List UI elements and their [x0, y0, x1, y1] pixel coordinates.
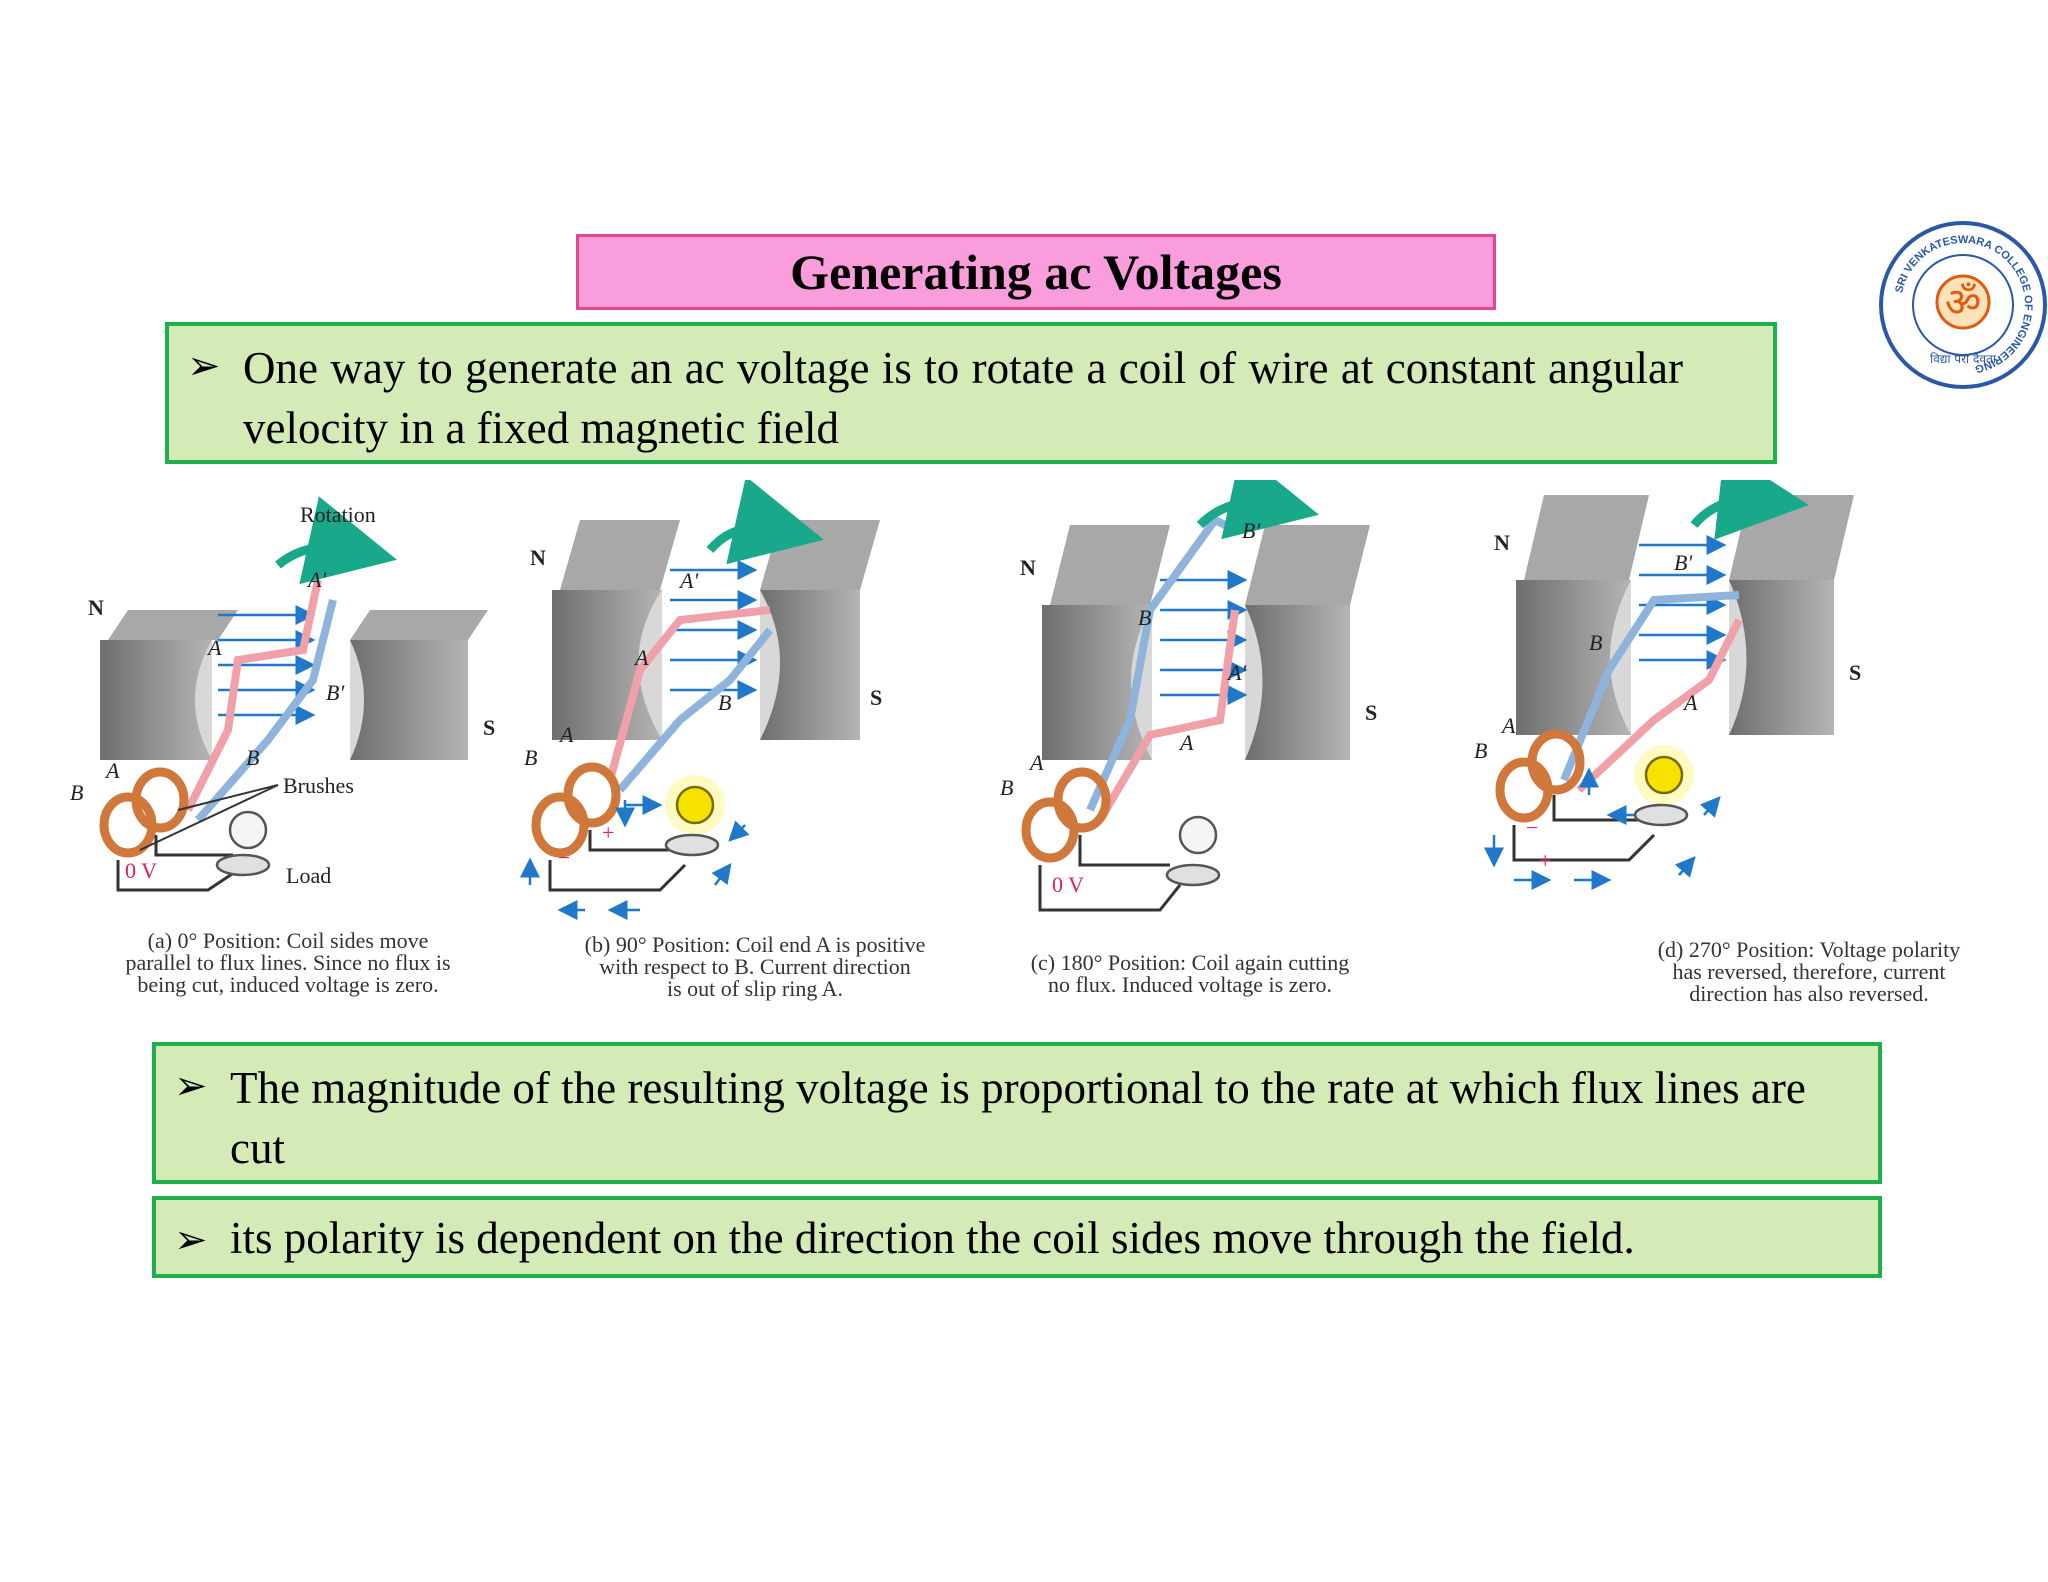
slide-title: Generating ac Voltages — [790, 244, 1282, 300]
coil-side-b — [194, 599, 337, 823]
coil-side-a — [1576, 618, 1743, 793]
om-symbol-icon: ॐ — [1945, 280, 1981, 326]
rotation-arrow-icon — [706, 480, 824, 565]
label-ring-a: A — [1500, 713, 1516, 738]
bullet-arrow-icon: ➢ — [174, 1217, 208, 1262]
label-s: S — [1849, 660, 1861, 685]
label-b: B — [246, 745, 259, 770]
coil-side-b — [616, 627, 774, 793]
label-a-prime: A' — [1226, 660, 1246, 685]
label-s: S — [483, 715, 495, 740]
caption-d-line-2: has reversed, therefore, current — [1672, 959, 1945, 984]
slip-ring-a — [1053, 767, 1111, 833]
caption-b-line-3: is out of slip ring A. — [667, 976, 843, 1001]
label-a: A — [206, 635, 222, 660]
coil-side-a — [606, 606, 771, 782]
label-a-prime: A' — [678, 568, 698, 593]
label-rotation: Rotation — [300, 502, 376, 527]
label-a: A — [1682, 690, 1698, 715]
lit-bulb-icon — [675, 785, 715, 825]
south-pole-magnet — [350, 640, 468, 760]
label-a-prime: A' — [306, 567, 326, 592]
figure-d: N S B' B A A B − + (d) 270° Position: Vo… — [1474, 480, 1961, 1006]
bullet-text-3: its polarity is dependent on the directi… — [230, 1213, 1635, 1263]
bullet-note-1: ➢ One way to generate an ac voltage is t… — [165, 322, 1777, 464]
bullet-text-1: One way to generate an ac voltage is to … — [243, 343, 1683, 453]
label-ring-b: B — [1474, 738, 1487, 763]
caption-c-line-2: no flux. Induced voltage is zero. — [1048, 972, 1332, 997]
load-bulb-icon — [228, 810, 268, 850]
ac-generator-figures: N S Rotation A' A B' B A B Brushes Load … — [70, 480, 1961, 1006]
label-ring-a: A — [558, 722, 574, 747]
caption-d-line-3: direction has also reversed. — [1689, 981, 1928, 1006]
label-plus: + — [1539, 848, 1551, 873]
rotation-arrow-icon — [275, 496, 397, 585]
college-logo: SRI VENKATESWARA COLLEGE OF ENGINEERING … — [1879, 221, 2047, 389]
caption-b-line-1: (b) 90° Position: Coil end A is positive — [585, 932, 926, 957]
caption-d-line-1: (d) 270° Position: Voltage polarity — [1658, 937, 1961, 962]
rotation-arrow-icon — [1690, 480, 1809, 540]
slip-ring-b — [1495, 757, 1553, 823]
bullet-text-2: The magnitude of the resulting voltage i… — [230, 1063, 1806, 1173]
bullet-note-2: ➢ The magnitude of the resulting voltage… — [152, 1042, 1882, 1184]
current-arrows — [520, 795, 750, 920]
figure-b: N S A' A B A B + − (b) 90° Position: Coi… — [520, 480, 926, 1001]
bullet-note-3: ➢ its polarity is dependent on the direc… — [152, 1196, 1882, 1278]
coil-side-b — [1560, 591, 1740, 782]
coil-side-a — [184, 579, 322, 812]
label-s: S — [870, 685, 882, 710]
caption-a-line-3: being cut, induced voltage is zero. — [137, 972, 438, 997]
slip-ring-a — [1527, 729, 1585, 795]
caption-b-line-2: with respect to B. Current direction — [599, 954, 911, 979]
label-b-prime: B' — [1674, 550, 1692, 575]
label-load: Load — [286, 863, 331, 888]
south-pole-magnet — [1245, 605, 1350, 760]
slip-ring-a — [131, 767, 189, 833]
label-minus: − — [1526, 815, 1538, 840]
label-ring-b: B — [1000, 775, 1013, 800]
north-pole-magnet — [100, 640, 212, 760]
caption-a-line-1: (a) 0° Position: Coil sides move — [148, 928, 429, 953]
label-plus: + — [602, 820, 614, 845]
current-arrows — [1484, 767, 1721, 890]
label-b-prime: B' — [1242, 518, 1260, 543]
label-zero-volts: 0 V — [1052, 872, 1084, 897]
label-a: A — [1178, 730, 1194, 755]
label-brushes: Brushes — [283, 773, 354, 798]
label-ring-b: B — [524, 745, 537, 770]
label-b: B — [1138, 605, 1151, 630]
label-b: B — [1589, 630, 1602, 655]
label-ring-b: B — [70, 780, 83, 805]
slip-ring-b — [1021, 797, 1079, 863]
label-ring-a: A — [104, 758, 120, 783]
slip-ring-a — [563, 762, 621, 828]
label-b: B — [718, 690, 731, 715]
figure-a: N S Rotation A' A B' B A B Brushes Load … — [70, 496, 495, 997]
logo-motto: विद्या परा दैवता — [1930, 352, 1997, 366]
flux-lines — [1639, 535, 1727, 670]
south-pole-magnet — [1729, 580, 1834, 735]
label-s: S — [1365, 700, 1377, 725]
lit-bulb-icon — [1644, 755, 1684, 795]
label-zero-volts: 0 V — [125, 858, 157, 883]
caption-c-line-1: (c) 180° Position: Coil again cutting — [1031, 950, 1350, 975]
label-a: A — [633, 645, 649, 670]
rotation-arrow-icon — [1196, 480, 1319, 540]
figure-c: N S B' B A' A A B 0 V (c) 180° Position:… — [1000, 480, 1377, 997]
label-n: N — [1494, 530, 1510, 555]
label-minus: − — [558, 845, 570, 870]
label-ring-a: A — [1028, 750, 1044, 775]
label-n: N — [1020, 555, 1036, 580]
slide-title-box: Generating ac Voltages — [576, 234, 1496, 310]
label-n: N — [88, 595, 104, 620]
coil-side-a — [1096, 609, 1239, 823]
load-bulb-icon — [1178, 815, 1218, 855]
bullet-arrow-icon: ➢ — [174, 1063, 208, 1108]
bullet-arrow-icon: ➢ — [187, 343, 221, 388]
label-n: N — [530, 545, 546, 570]
om-badge-icon — [1935, 274, 1991, 330]
label-b-prime: B' — [326, 680, 344, 705]
caption-a-line-2: parallel to flux lines. Since no flux is — [125, 950, 450, 975]
